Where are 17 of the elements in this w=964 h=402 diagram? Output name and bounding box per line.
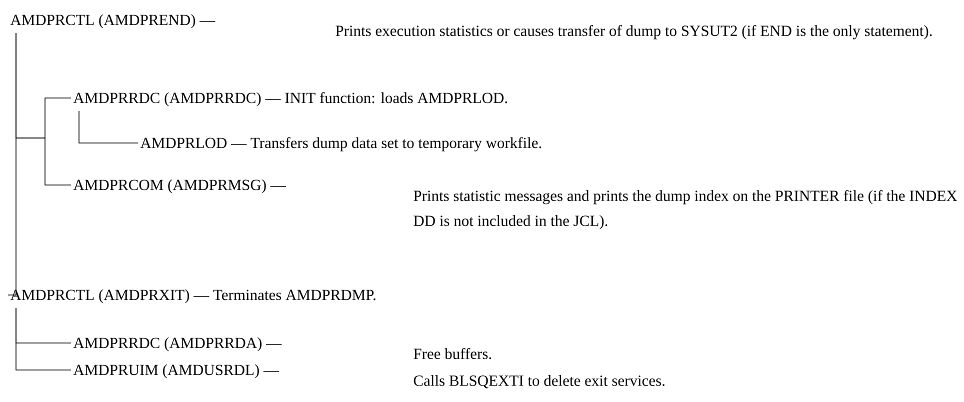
description-text: Transfers dump data set to temporary workfile.	[250, 137, 542, 152]
tree-connector	[78, 110, 138, 144]
module-name: AMDPRLOD —	[140, 138, 247, 148]
module-name: AMDPRRDC (AMDPRRDA) —	[73, 337, 282, 352]
module-name: AMDPRCOM (AMDPRMSG) —	[73, 179, 286, 194]
description-text: Terminates AMDPRDMP.	[213, 290, 376, 300]
tree-connector	[16, 308, 72, 370]
description-text: Calls BLSQEXTI to delete exit services.	[414, 375, 664, 388]
description-text: Prints statistic messages and prints the dump index on the PRINTER file (if the INDEX DD is not included in the JCL).	[414, 190, 958, 230]
description-text: INIT function: loads AMDPRLOD.	[285, 92, 508, 104]
module-name: AMDPRRDC (AMDPRRDC) —	[73, 92, 281, 106]
module-name: AMDPRCTL (AMDPRXIT) —	[10, 289, 210, 304]
description-text: Prints execution statistics or causes transfer of dump to SYSUT2 (if END is the only statement).	[336, 25, 932, 40]
module-name: AMDPRUIM (AMDUSRDL) —	[73, 364, 280, 378]
tree-connector	[8, 32, 16, 296]
module-name: AMDPRCTL (AMDPREND) —	[10, 14, 216, 28]
description-text: Free buffers.	[414, 348, 492, 360]
